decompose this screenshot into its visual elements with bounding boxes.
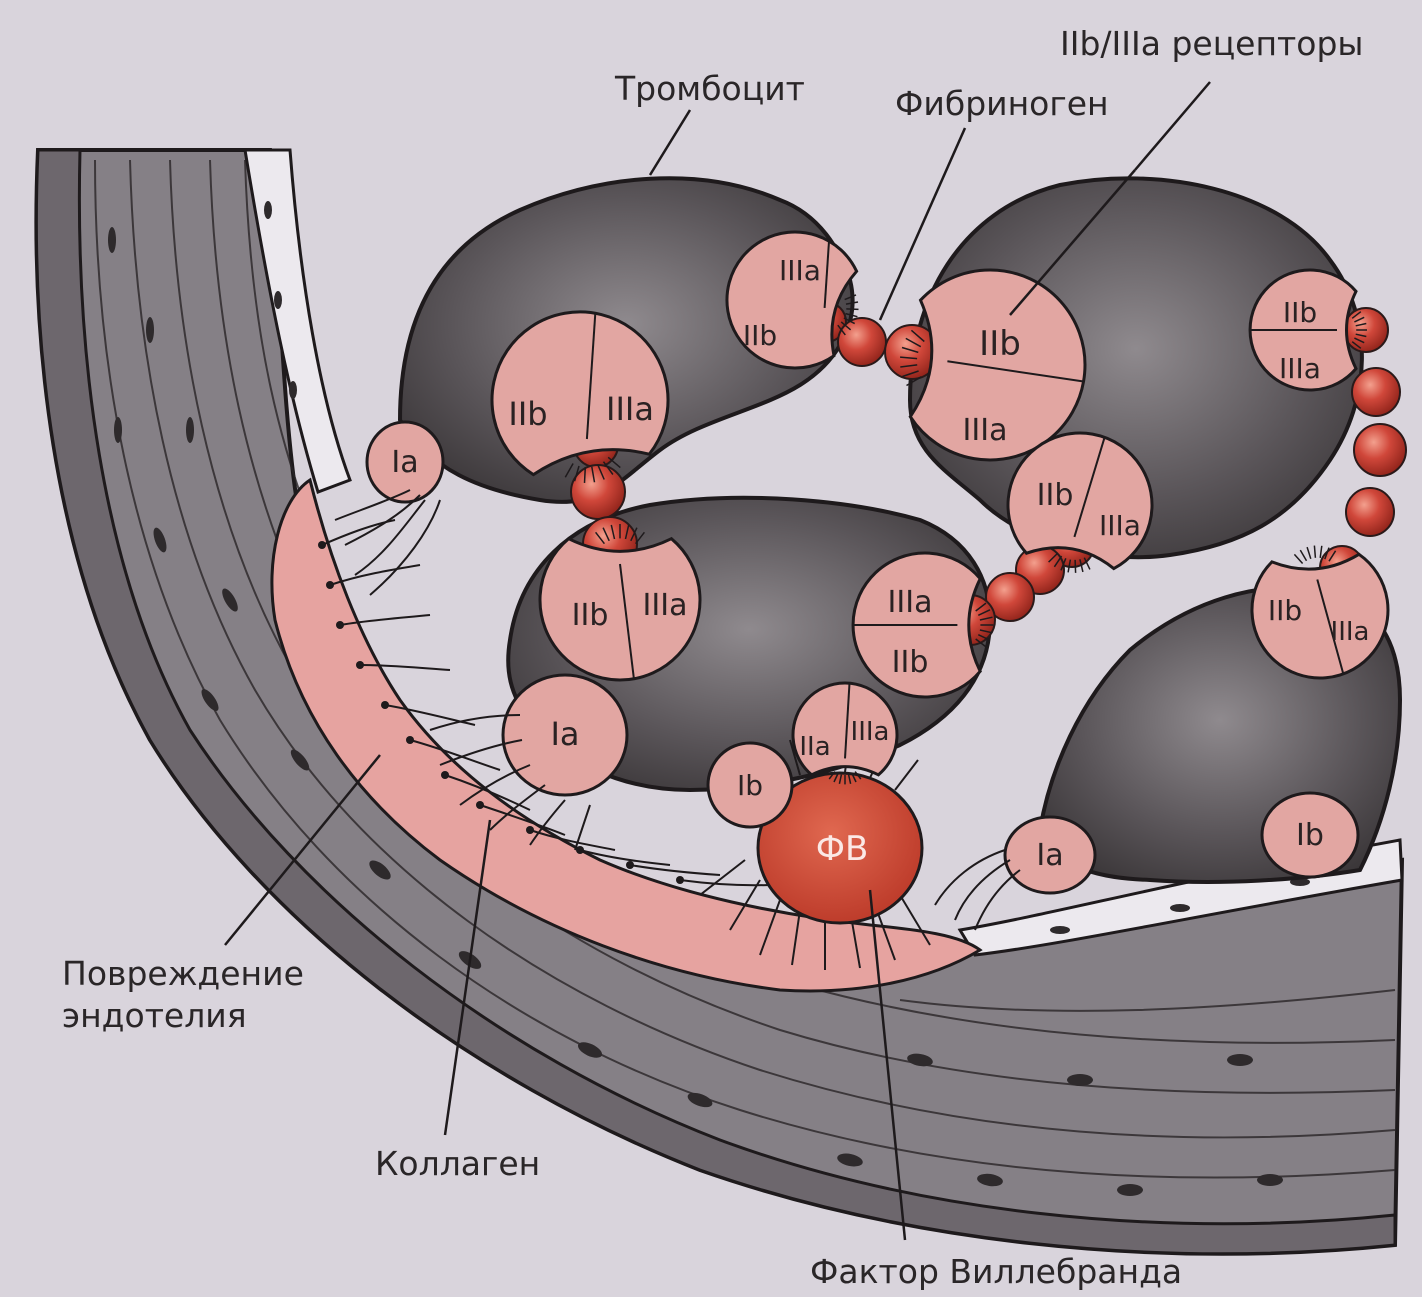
receptor-p2-left-label: IIIa xyxy=(963,413,1008,448)
receptor-p1-ia-label: Ia xyxy=(391,445,418,480)
ia-strands-platelet-4 xyxy=(935,850,1020,930)
receptor-p4-top-fringe xyxy=(1300,550,1306,561)
receptor-p2-right-label: IIb xyxy=(1283,296,1317,329)
receptor-p3-ib: Ib xyxy=(708,743,792,827)
fibrinogen-bead xyxy=(1346,488,1394,536)
vwf-label: ФВ xyxy=(816,829,869,869)
callout-fibrinogen: Фибриноген xyxy=(895,84,1109,123)
leader-receptors xyxy=(1135,82,1210,170)
receptor-p3-top-label: IIIa xyxy=(643,588,688,623)
receptor-p1-upper-label: IIb xyxy=(743,319,777,352)
fibrinogen-bead xyxy=(1352,368,1400,416)
receptor-p4-top-fringe xyxy=(1294,554,1302,563)
receptor-p2-left-label: IIb xyxy=(979,324,1021,364)
receptor-p4-top-fringe xyxy=(1314,546,1315,558)
receptor-p3-ia: Ia xyxy=(503,675,627,795)
receptor-p4-ib: Ib xyxy=(1262,793,1358,877)
callout-vwf: Фактор Виллебранда xyxy=(810,1252,1182,1291)
leader-platelet xyxy=(650,110,690,175)
receptor-p3-ib-label: Ib xyxy=(737,769,763,802)
receptor-p1-left-fringe xyxy=(585,467,586,483)
receptor-p4-top-fringe xyxy=(1320,546,1322,558)
receptor-p4-ib-label: Ib xyxy=(1296,818,1324,853)
receptor-p3-right-label: IIIa xyxy=(888,585,933,620)
receptor-p2-lower-label: IIIa xyxy=(1099,509,1141,542)
receptor-p1-left-label: IIIa xyxy=(606,390,654,428)
receptor-p2-lower-label: IIb xyxy=(1037,478,1074,513)
receptor-p1-upper-fringe xyxy=(846,309,858,310)
receptor-p4-top-fringe xyxy=(1307,547,1311,559)
receptor-p2-lower-pad xyxy=(1008,433,1152,569)
receptor-p4-top-label: IIb xyxy=(1268,594,1302,627)
callout-receptors: IIb/IIIa рецепторы xyxy=(1060,24,1363,63)
receptor-p3-ia-label: Ia xyxy=(550,715,579,753)
receptor-p3-iia-iiia-label: IIIa xyxy=(851,717,890,747)
callout-endothelium-line1: Повреждение xyxy=(62,954,304,993)
callout-collagen: Коллаген xyxy=(375,1144,540,1183)
receptor-p1-ia: Ia xyxy=(367,422,443,502)
receptor-p4-ia-label: Ia xyxy=(1036,838,1063,873)
receptor-p2-right-label: IIIa xyxy=(1279,352,1321,385)
receptor-p3-iia-iiia-label: IIa xyxy=(799,732,830,762)
receptor-p1-upper-label: IIIa xyxy=(779,254,821,287)
fibrinogen-bead xyxy=(1354,424,1406,476)
receptor-p2-lower-fringe xyxy=(1075,560,1076,573)
callout-platelet: Тромбоцит xyxy=(614,69,805,108)
receptor-p4-ia: Ia xyxy=(1005,817,1095,893)
receptor-p3-right-label: IIb xyxy=(892,645,929,680)
receptor-p1-left-label: IIb xyxy=(508,395,547,433)
receptor-p3-top-label: IIb xyxy=(572,598,609,633)
callout-endothelium-line2: эндотелия xyxy=(62,996,247,1035)
receptor-p4-top-label: IIIa xyxy=(1331,617,1370,647)
fibrinogen-bead xyxy=(571,465,625,519)
